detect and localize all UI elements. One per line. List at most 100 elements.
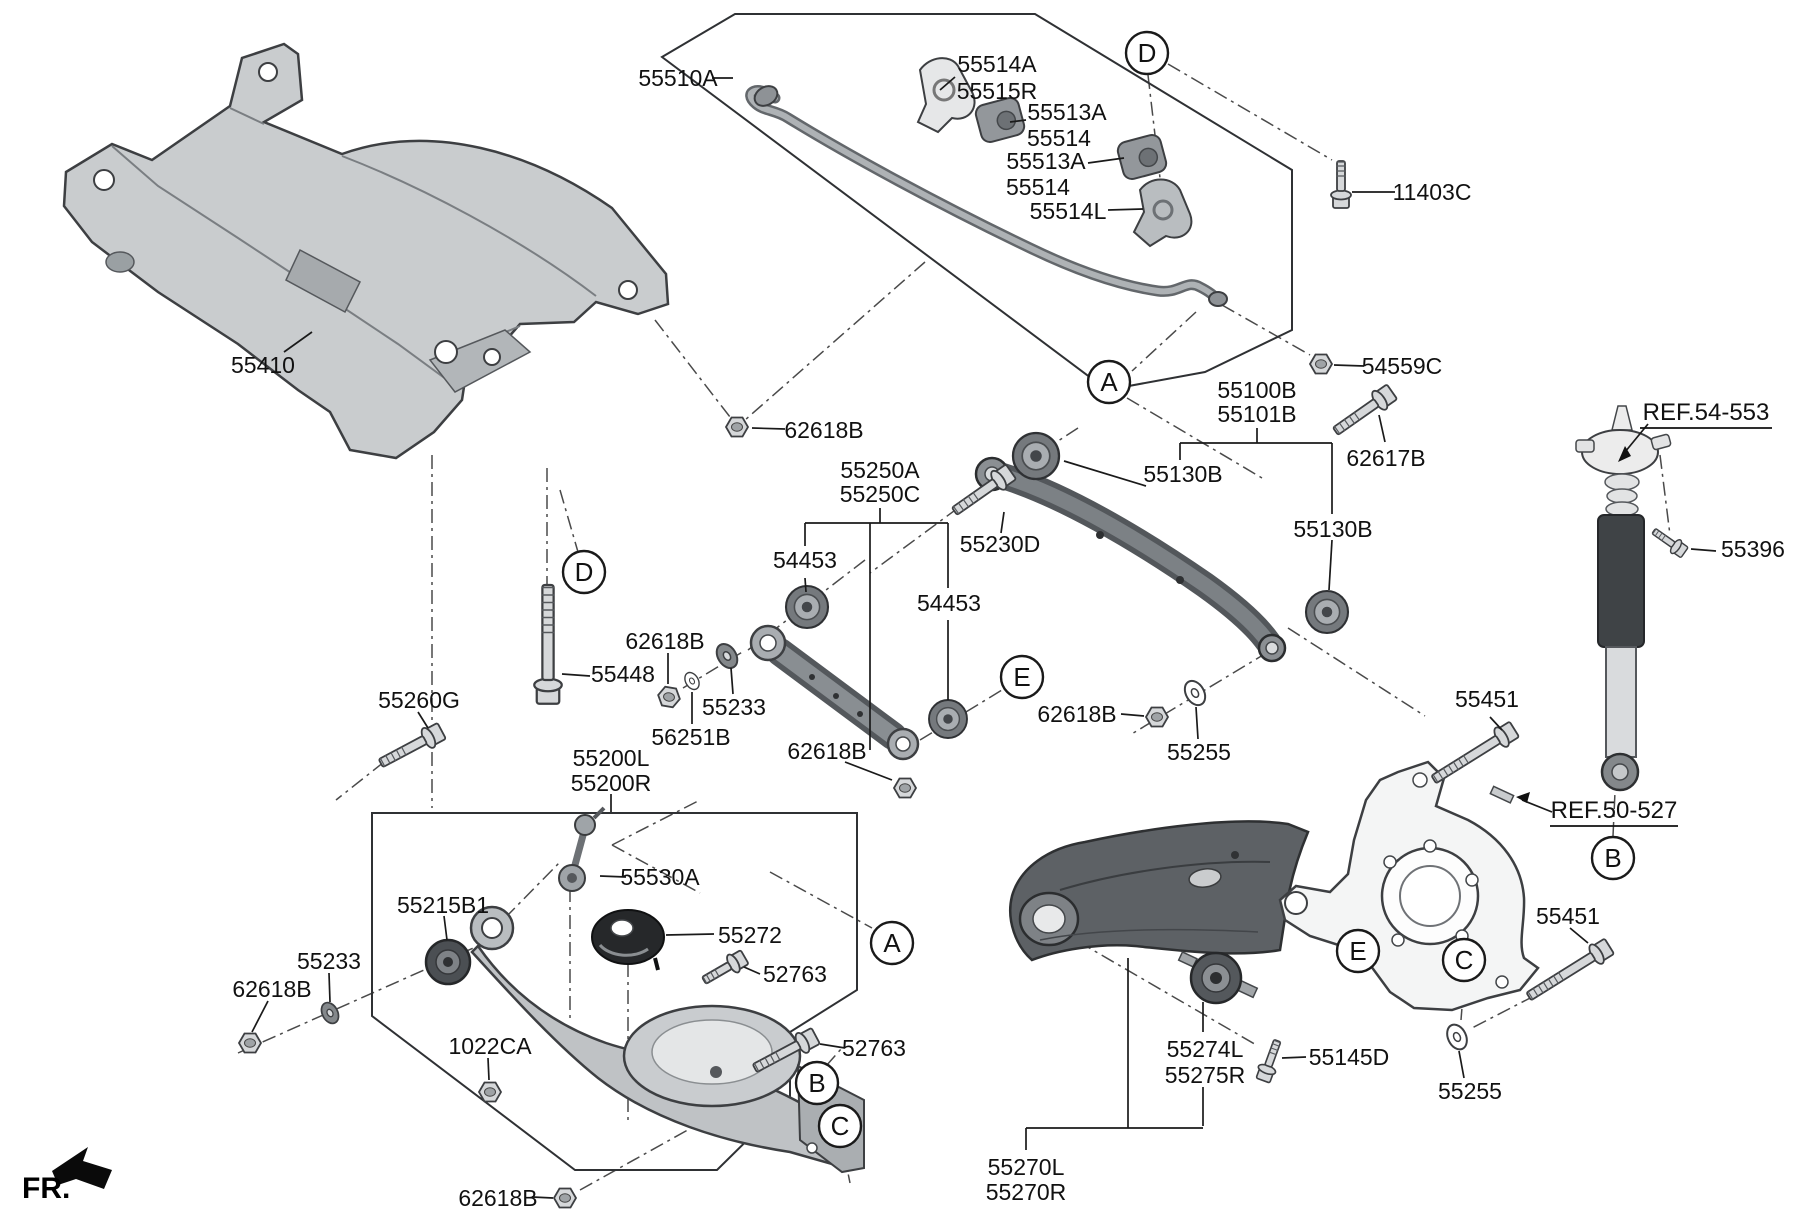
- stabilizer-group-box: [660, 13, 1293, 392]
- nut-1022CA: [478, 1081, 502, 1103]
- stabilizer-link-55530A-drawing: [558, 806, 606, 892]
- part-label-55233-27: 55233: [702, 694, 766, 720]
- part-label-55514-6: 55514: [1006, 174, 1070, 200]
- callout-D-0: D: [1124, 30, 1170, 76]
- callout-letter-C-6: C: [831, 1111, 850, 1141]
- callout-A-4: A: [869, 920, 915, 966]
- part-label-55410-49: 55410: [231, 352, 295, 378]
- part-label-62618B-41: 62618B: [458, 1185, 537, 1211]
- part-label-62618B-36: 62618B: [232, 976, 311, 1002]
- stabilizer-bar-55510A-drawing: [745, 85, 1228, 307]
- bushing-55130B-left: [1011, 431, 1061, 481]
- part-label-55515R-2: 55515R: [957, 78, 1038, 104]
- part-label-55260G-30: 55260G: [378, 687, 460, 713]
- bushing-54453-left: [784, 584, 830, 630]
- stabilizer-bracket-55514L-drawing: [1132, 178, 1193, 248]
- part-label-55510A-0: 55510A: [638, 65, 718, 91]
- part-label-55274L-42: 55274L: [1167, 1036, 1244, 1062]
- part-label-56251B-28: 56251B: [651, 724, 730, 750]
- nut-54559C: [1309, 353, 1333, 375]
- crossmember-55410-drawing: [62, 42, 670, 460]
- part-label-55272-38: 55272: [718, 922, 782, 948]
- ref-label-REF50527-1: REF.50-527: [1551, 797, 1678, 824]
- ref-label-REF54553-0: REF.54-553: [1643, 399, 1770, 426]
- callout-A-1: A: [1086, 359, 1132, 405]
- part-label-55514A-1: 55514A: [957, 51, 1037, 77]
- callout-letter-D-0: D: [1138, 38, 1157, 68]
- callout-E-3: E: [999, 654, 1045, 700]
- callout-letter-E-8: E: [1349, 936, 1366, 966]
- part-label-55233-35: 55233: [297, 948, 361, 974]
- part-label-52763-39: 52763: [763, 961, 827, 987]
- part-label-55514-4: 55514: [1027, 125, 1091, 151]
- nut-62618B-top: [725, 416, 749, 438]
- part-label-55451-16: 55451: [1455, 686, 1519, 712]
- callout-letter-B-7: B: [1604, 843, 1621, 873]
- part-label-55200L-31: 55200L: [573, 745, 650, 771]
- callout-circle-B-7: [1590, 835, 1636, 881]
- part-label-55514L-7: 55514L: [1030, 198, 1107, 224]
- part-label-1022CA-37: 1022CA: [448, 1033, 532, 1059]
- nut-62618B-right: [1145, 706, 1169, 728]
- part-label-55255-45: 55255: [1438, 1078, 1502, 1104]
- callout-letter-C-9: C: [1455, 945, 1474, 975]
- part-label-55100B-10: 55100B: [1217, 377, 1296, 403]
- part-label-55530A-33: 55530A: [620, 864, 700, 890]
- callout-circle-C-9: [1441, 937, 1487, 983]
- callout-letter-D-2: D: [575, 557, 594, 587]
- nut-62618B-arm: [893, 777, 917, 799]
- part-label-55145D-44: 55145D: [1309, 1044, 1390, 1070]
- callout-circle-D-0: [1124, 30, 1170, 76]
- callout-circle-A-1: [1086, 359, 1132, 405]
- part-label-55130B-12: 55130B: [1143, 461, 1222, 487]
- stabilizer-bushing-55513A-2-drawing: [1116, 133, 1168, 181]
- part-label-55448-25: 55448: [591, 661, 655, 687]
- part-label-55250A-19: 55250A: [840, 457, 920, 483]
- nut-62618B-bottom: [553, 1187, 577, 1209]
- callout-circle-E-3: [999, 654, 1045, 700]
- fr-direction-arrow-icon: [52, 1147, 112, 1189]
- fr-direction-marker: FR.: [22, 1147, 112, 1205]
- part-label-55396-15: 55396: [1721, 536, 1785, 562]
- callout-circle-A-4: [869, 920, 915, 966]
- part-label-55200R-32: 55200R: [571, 770, 652, 796]
- bushing-55274L-drawing: [1177, 950, 1259, 1005]
- part-label-62618B-18: 62618B: [784, 417, 863, 443]
- callout-circle-C-6: [817, 1103, 863, 1149]
- part-label-54559C-9: 54559C: [1362, 353, 1443, 379]
- part-label-55250C-20: 55250C: [840, 481, 921, 507]
- bushing-55130B-right: [1304, 589, 1350, 635]
- part-label-54453-21: 54453: [773, 547, 837, 573]
- shock-absorber-drawing: [1575, 405, 1672, 792]
- callout-circle-E-8: [1335, 928, 1381, 974]
- lower-arm-55200-drawing: [469, 905, 865, 1174]
- part-label-55101B-11: 55101B: [1217, 401, 1296, 427]
- part-label-62617B-14: 62617B: [1346, 445, 1425, 471]
- callout-C-9: C: [1441, 937, 1487, 983]
- part-label-55513A-5: 55513A: [1006, 148, 1086, 174]
- assist-arm-55250-drawing: [749, 624, 920, 761]
- leader-lines: [251, 76, 1717, 1199]
- bushing-54453-right: [928, 699, 968, 739]
- trailing-arm-55270-drawing: [1009, 820, 1310, 962]
- callout-letter-A-4: A: [883, 928, 901, 958]
- bushing-55215B1-drawing: [424, 938, 472, 986]
- callout-B-7: B: [1590, 835, 1636, 881]
- callout-circle-D-2: [561, 549, 607, 595]
- callout-letter-E-3: E: [1013, 662, 1030, 692]
- callout-circle-B-5: [794, 1060, 840, 1106]
- fr-label: FR.: [22, 1172, 70, 1205]
- part-label-62618B-29: 62618B: [787, 738, 866, 764]
- part-label-62618B-26: 62618B: [625, 628, 704, 654]
- part-label-54453-22: 54453: [917, 590, 981, 616]
- part-labels-layer: 55510A55514A55515R55513A5551455513A55514…: [231, 51, 1785, 1211]
- callout-E-8: E: [1335, 928, 1381, 974]
- spring-pad-55272-drawing: [591, 909, 665, 971]
- part-label-11403C-8: 11403C: [1393, 179, 1472, 205]
- part-label-62618B-24: 62618B: [1037, 701, 1116, 727]
- part-label-55275R-43: 55275R: [1165, 1062, 1246, 1088]
- part-label-55230D-23: 55230D: [960, 531, 1041, 557]
